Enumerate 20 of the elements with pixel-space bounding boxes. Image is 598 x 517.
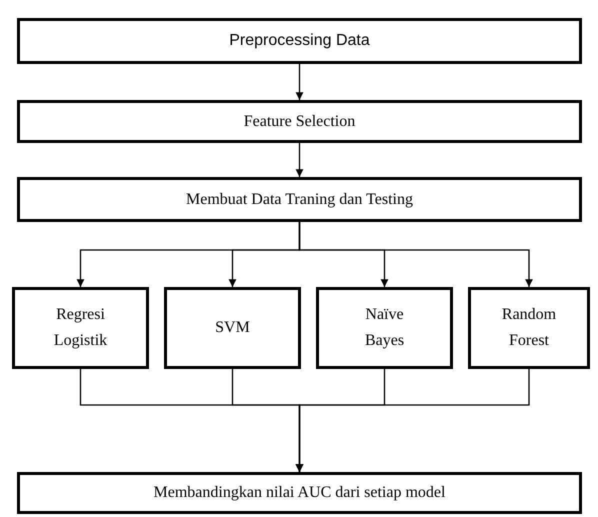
box-label: Naïve Bayes	[364, 305, 406, 351]
process-box	[316, 287, 453, 369]
arrow	[298, 222, 533, 287]
process-box	[17, 18, 582, 64]
arrow	[296, 143, 304, 177]
arrow	[296, 64, 304, 100]
box-label: Preprocessing Data	[229, 31, 370, 52]
process-box	[17, 472, 582, 514]
arrow	[296, 369, 530, 472]
box-label: Regresi Logistik	[52, 305, 108, 351]
box-label: Membandingkan nilai AUC dari setiap model	[154, 483, 446, 504]
box-label: SVM	[215, 318, 250, 338]
box-label: Random Forest	[500, 305, 558, 351]
box-label: Feature Selection	[244, 112, 356, 132]
process-box	[164, 287, 301, 369]
process-box	[17, 100, 582, 143]
process-box	[17, 177, 582, 222]
process-box	[12, 287, 149, 369]
box-label: Membuat Data Traning dan Testing	[186, 190, 413, 210]
process-box	[468, 287, 590, 369]
